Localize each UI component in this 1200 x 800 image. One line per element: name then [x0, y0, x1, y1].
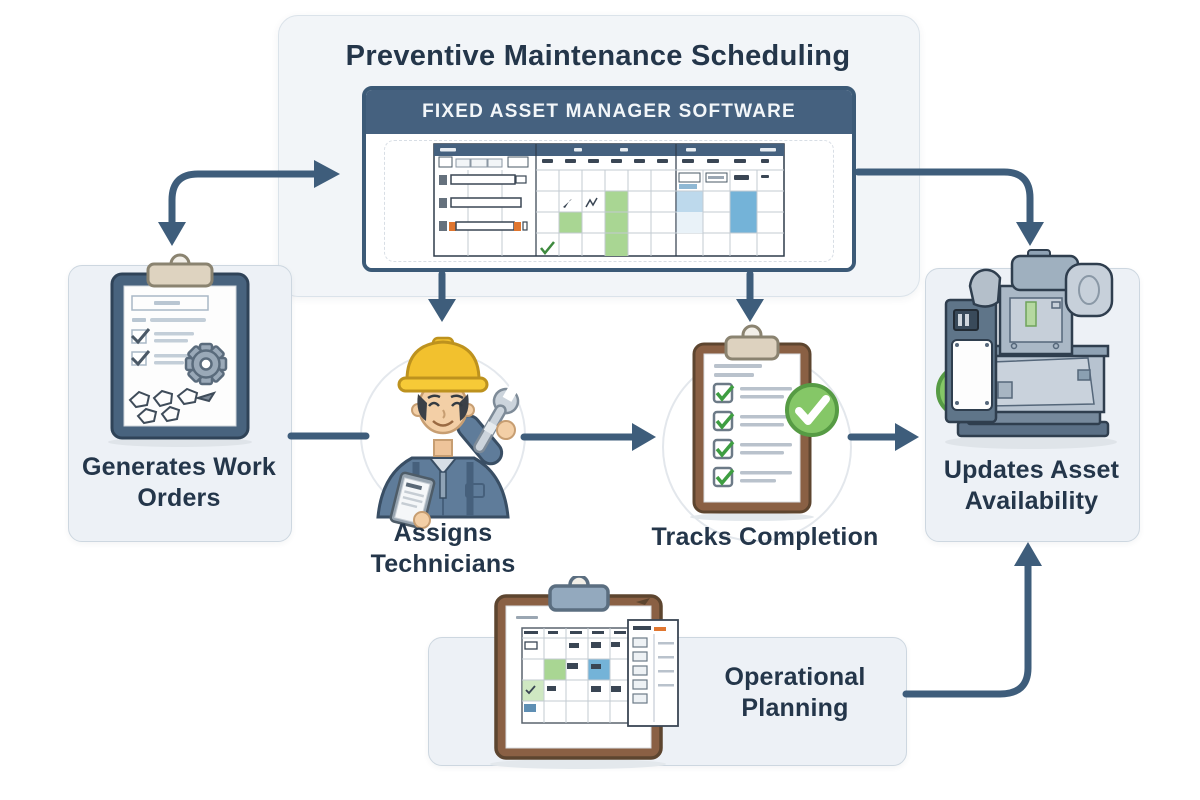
- signature-icon: [585, 197, 598, 208]
- wrench-icon: [473, 384, 520, 454]
- software-header: FIXED ASSET MANAGER SOFTWARE: [366, 90, 852, 134]
- gear-icon: [184, 342, 228, 386]
- hard-hat-icon: [397, 336, 489, 393]
- check-icon: [130, 350, 151, 367]
- schedule-pane: [676, 159, 769, 256]
- software-panel: FIXED ASSET MANAGER SOFTWARE: [362, 86, 856, 272]
- green-indicator: [1025, 301, 1037, 327]
- hand: [413, 511, 431, 529]
- technician-icon: [360, 336, 526, 530]
- blue-cell-light: [676, 191, 703, 212]
- label-operational-planning: Operational Planning: [724, 663, 866, 722]
- green-cell: [559, 212, 582, 233]
- diagram-title: Preventive Maintenance Scheduling: [345, 40, 851, 72]
- label-assigns-technicians: Assigns Technicians: [370, 519, 516, 578]
- pen-icon: [563, 199, 572, 208]
- calendar-clipboard-icon: [490, 576, 679, 769]
- clipboard-gear-icon: [108, 253, 252, 447]
- side-list-panel: [627, 619, 679, 727]
- label-generates-work-orders: Generates Work Orders: [81, 453, 277, 512]
- machine-check-icon: [944, 249, 1117, 449]
- checklist-clipboard-icon: [690, 324, 814, 521]
- mini-calendar: [521, 627, 633, 724]
- gantt-mini-screenshot: [433, 143, 785, 257]
- software-screenshot-area: [366, 134, 852, 268]
- clip: [724, 335, 780, 361]
- signature-scribble: [128, 387, 217, 425]
- hand: [496, 420, 516, 440]
- arrow-operational-updates: [902, 562, 1032, 698]
- checkbox-rows: [712, 382, 792, 488]
- green-cell: [605, 191, 628, 256]
- check-badge-icon: [785, 383, 839, 437]
- green-cell: [544, 659, 566, 680]
- blue-cell: [588, 659, 610, 680]
- label-updates-asset-availability: Updates Asset Availability: [943, 456, 1120, 515]
- clip: [548, 584, 610, 612]
- tie: [439, 471, 447, 499]
- clip: [146, 262, 214, 288]
- label-tracks-completion: Tracks Completion: [651, 523, 879, 551]
- gantt-pane: [438, 156, 529, 256]
- check-icon: [130, 328, 151, 345]
- screenshot-dashed-frame: [384, 140, 834, 262]
- mini-app-titlebar: [434, 144, 784, 156]
- calendar-pane: [536, 159, 784, 256]
- blue-cell: [730, 191, 757, 233]
- check-icon: [540, 241, 555, 255]
